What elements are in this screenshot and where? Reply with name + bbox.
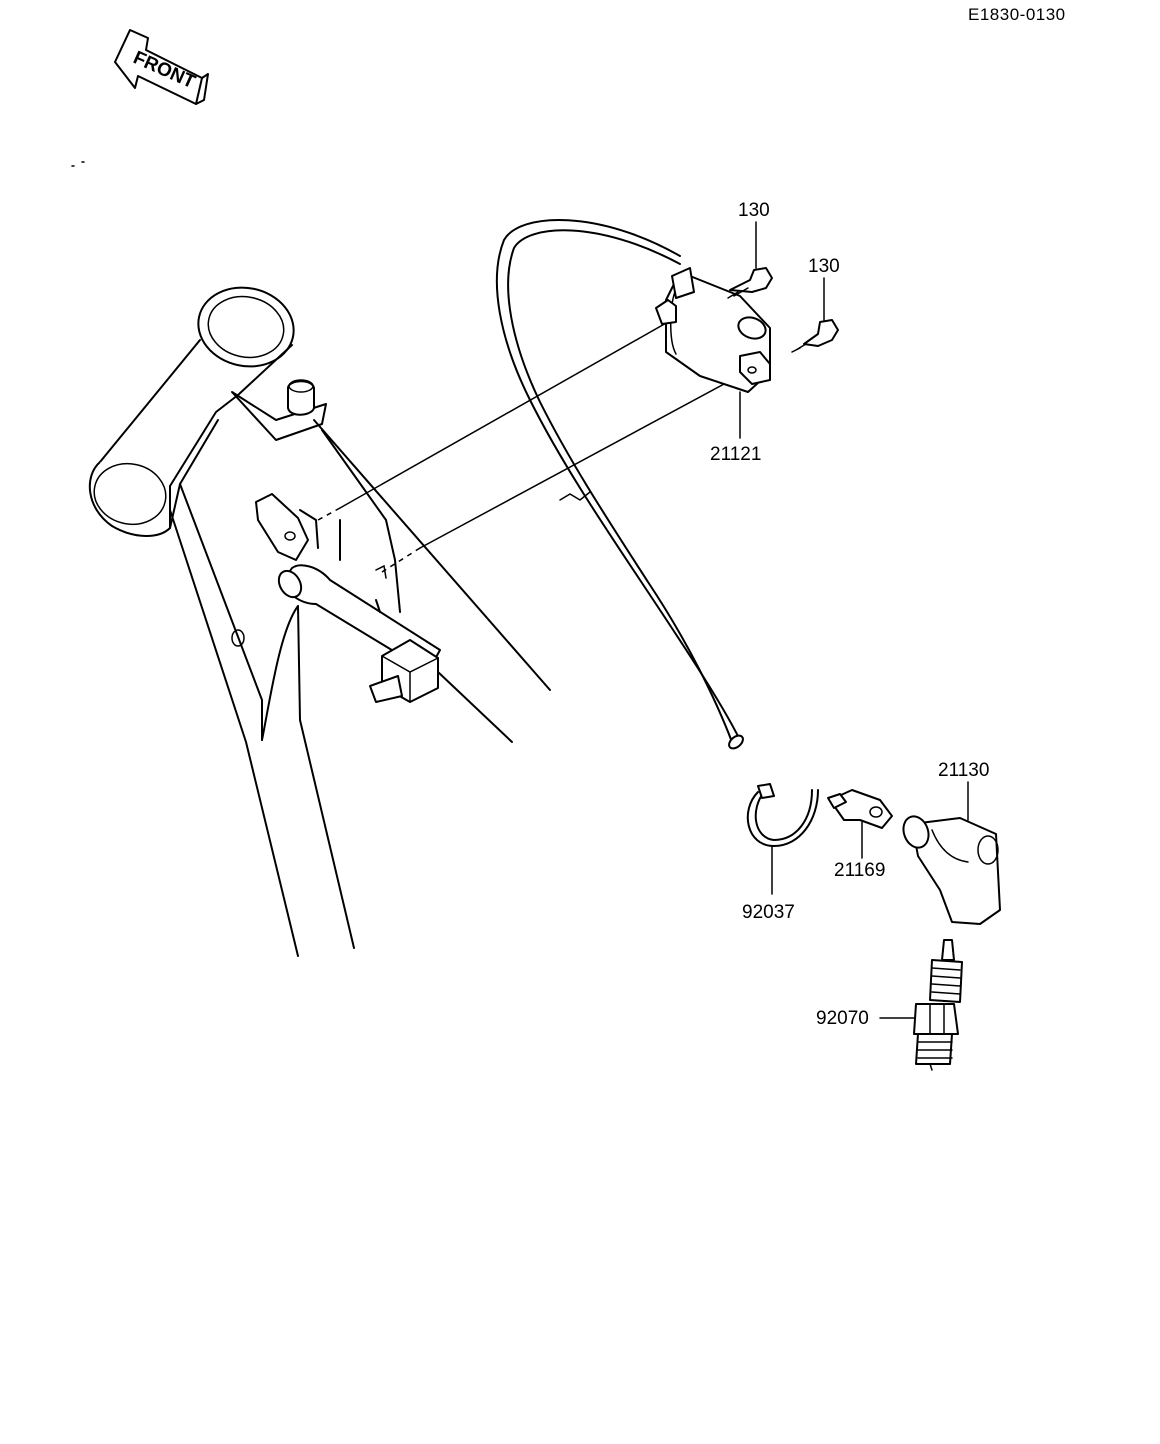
front-label: FRONT <box>130 47 199 93</box>
callout-bolt-upper: 130 <box>738 200 770 221</box>
callout-bolt-lower: 130 <box>808 256 840 277</box>
bolt-lower <box>791 319 839 353</box>
mount-line-lower <box>419 369 751 549</box>
cap-terminal <box>827 789 893 829</box>
band <box>746 783 819 847</box>
callout-cap-terminal: 21169 <box>834 860 885 881</box>
front-arrow-icon: FRONT <box>114 29 209 105</box>
plug-cap <box>902 815 1001 925</box>
spark-plug <box>913 939 963 1071</box>
diagram-code: E1830-0130 <box>968 5 1066 24</box>
high-tension-lead <box>495 219 744 750</box>
callout-band: 92037 <box>742 902 795 923</box>
ignition-coil <box>655 267 771 393</box>
callout-plug-cap: 21130 <box>938 760 989 781</box>
bolt-upper <box>727 267 773 299</box>
callout-spark-plug: 92070 <box>816 1008 869 1029</box>
mount-line-upper <box>339 321 669 509</box>
callout-ignition-coil: 21121 <box>710 444 761 465</box>
frame <box>88 286 551 957</box>
